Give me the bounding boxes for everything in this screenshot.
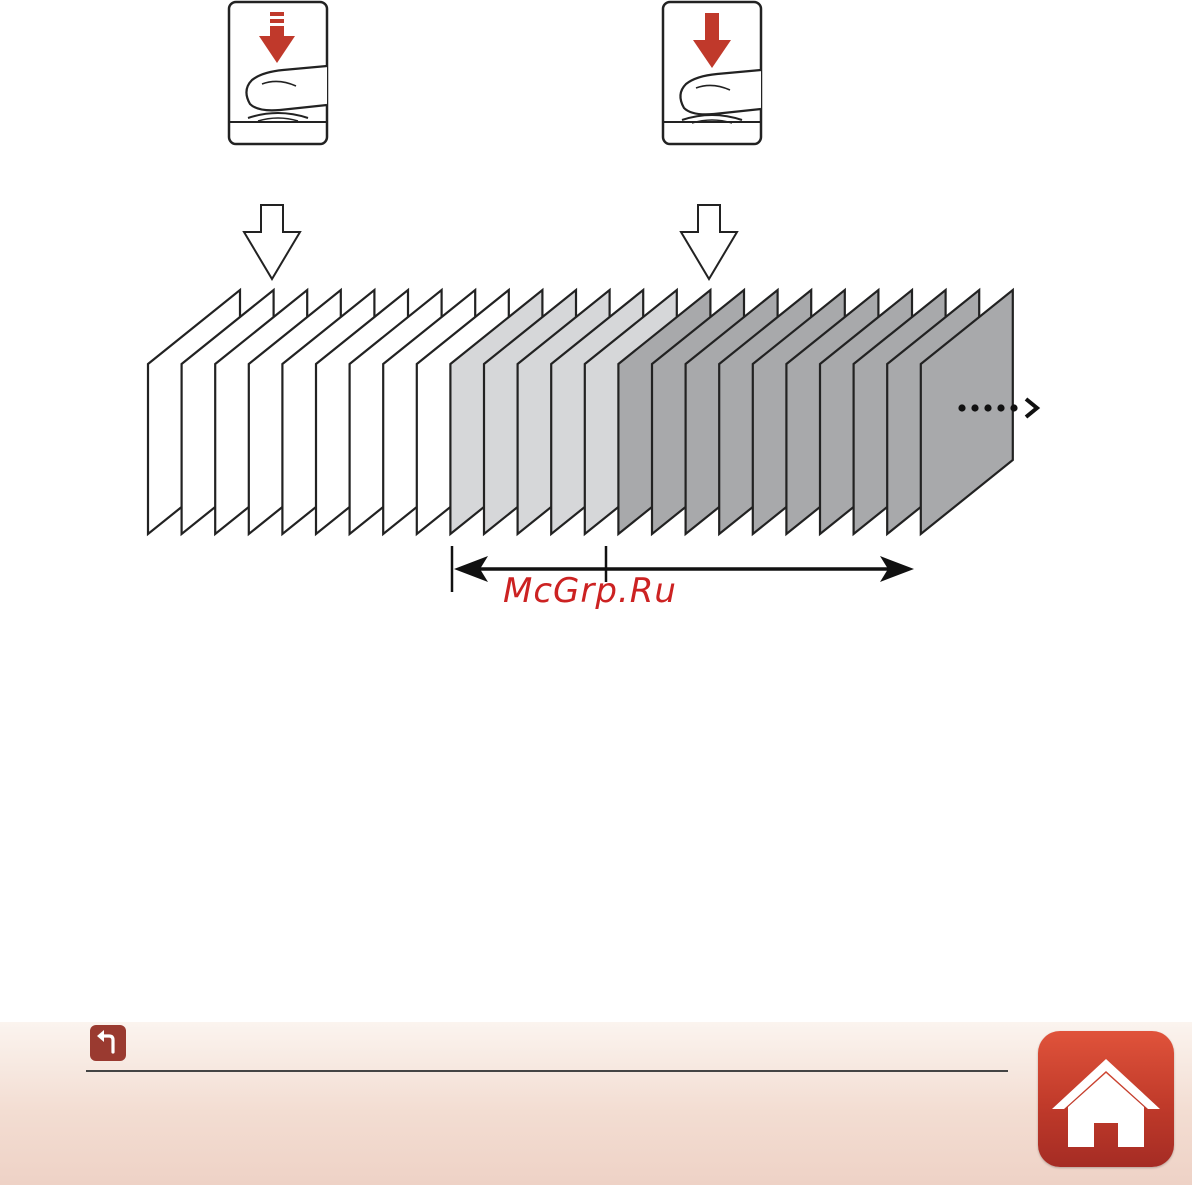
- watermark-text: McGrp.Ru: [503, 571, 677, 611]
- half-press-pointer-arrow-icon: [244, 205, 300, 279]
- frame-sequence: [148, 290, 1013, 534]
- footer-divider: [86, 1070, 1008, 1072]
- home-icon: [1038, 1031, 1174, 1167]
- full-press-pointer-arrow-icon: [681, 205, 737, 279]
- footer-bar: [0, 1022, 1192, 1185]
- half-press-shutter-icon: [229, 2, 327, 144]
- back-arrow-icon: [90, 1025, 126, 1061]
- full-press-shutter-icon: [663, 2, 761, 144]
- back-button[interactable]: [90, 1025, 126, 1061]
- pre-shooting-cache-diagram: [0, 0, 1192, 1020]
- home-button[interactable]: [1038, 1031, 1174, 1167]
